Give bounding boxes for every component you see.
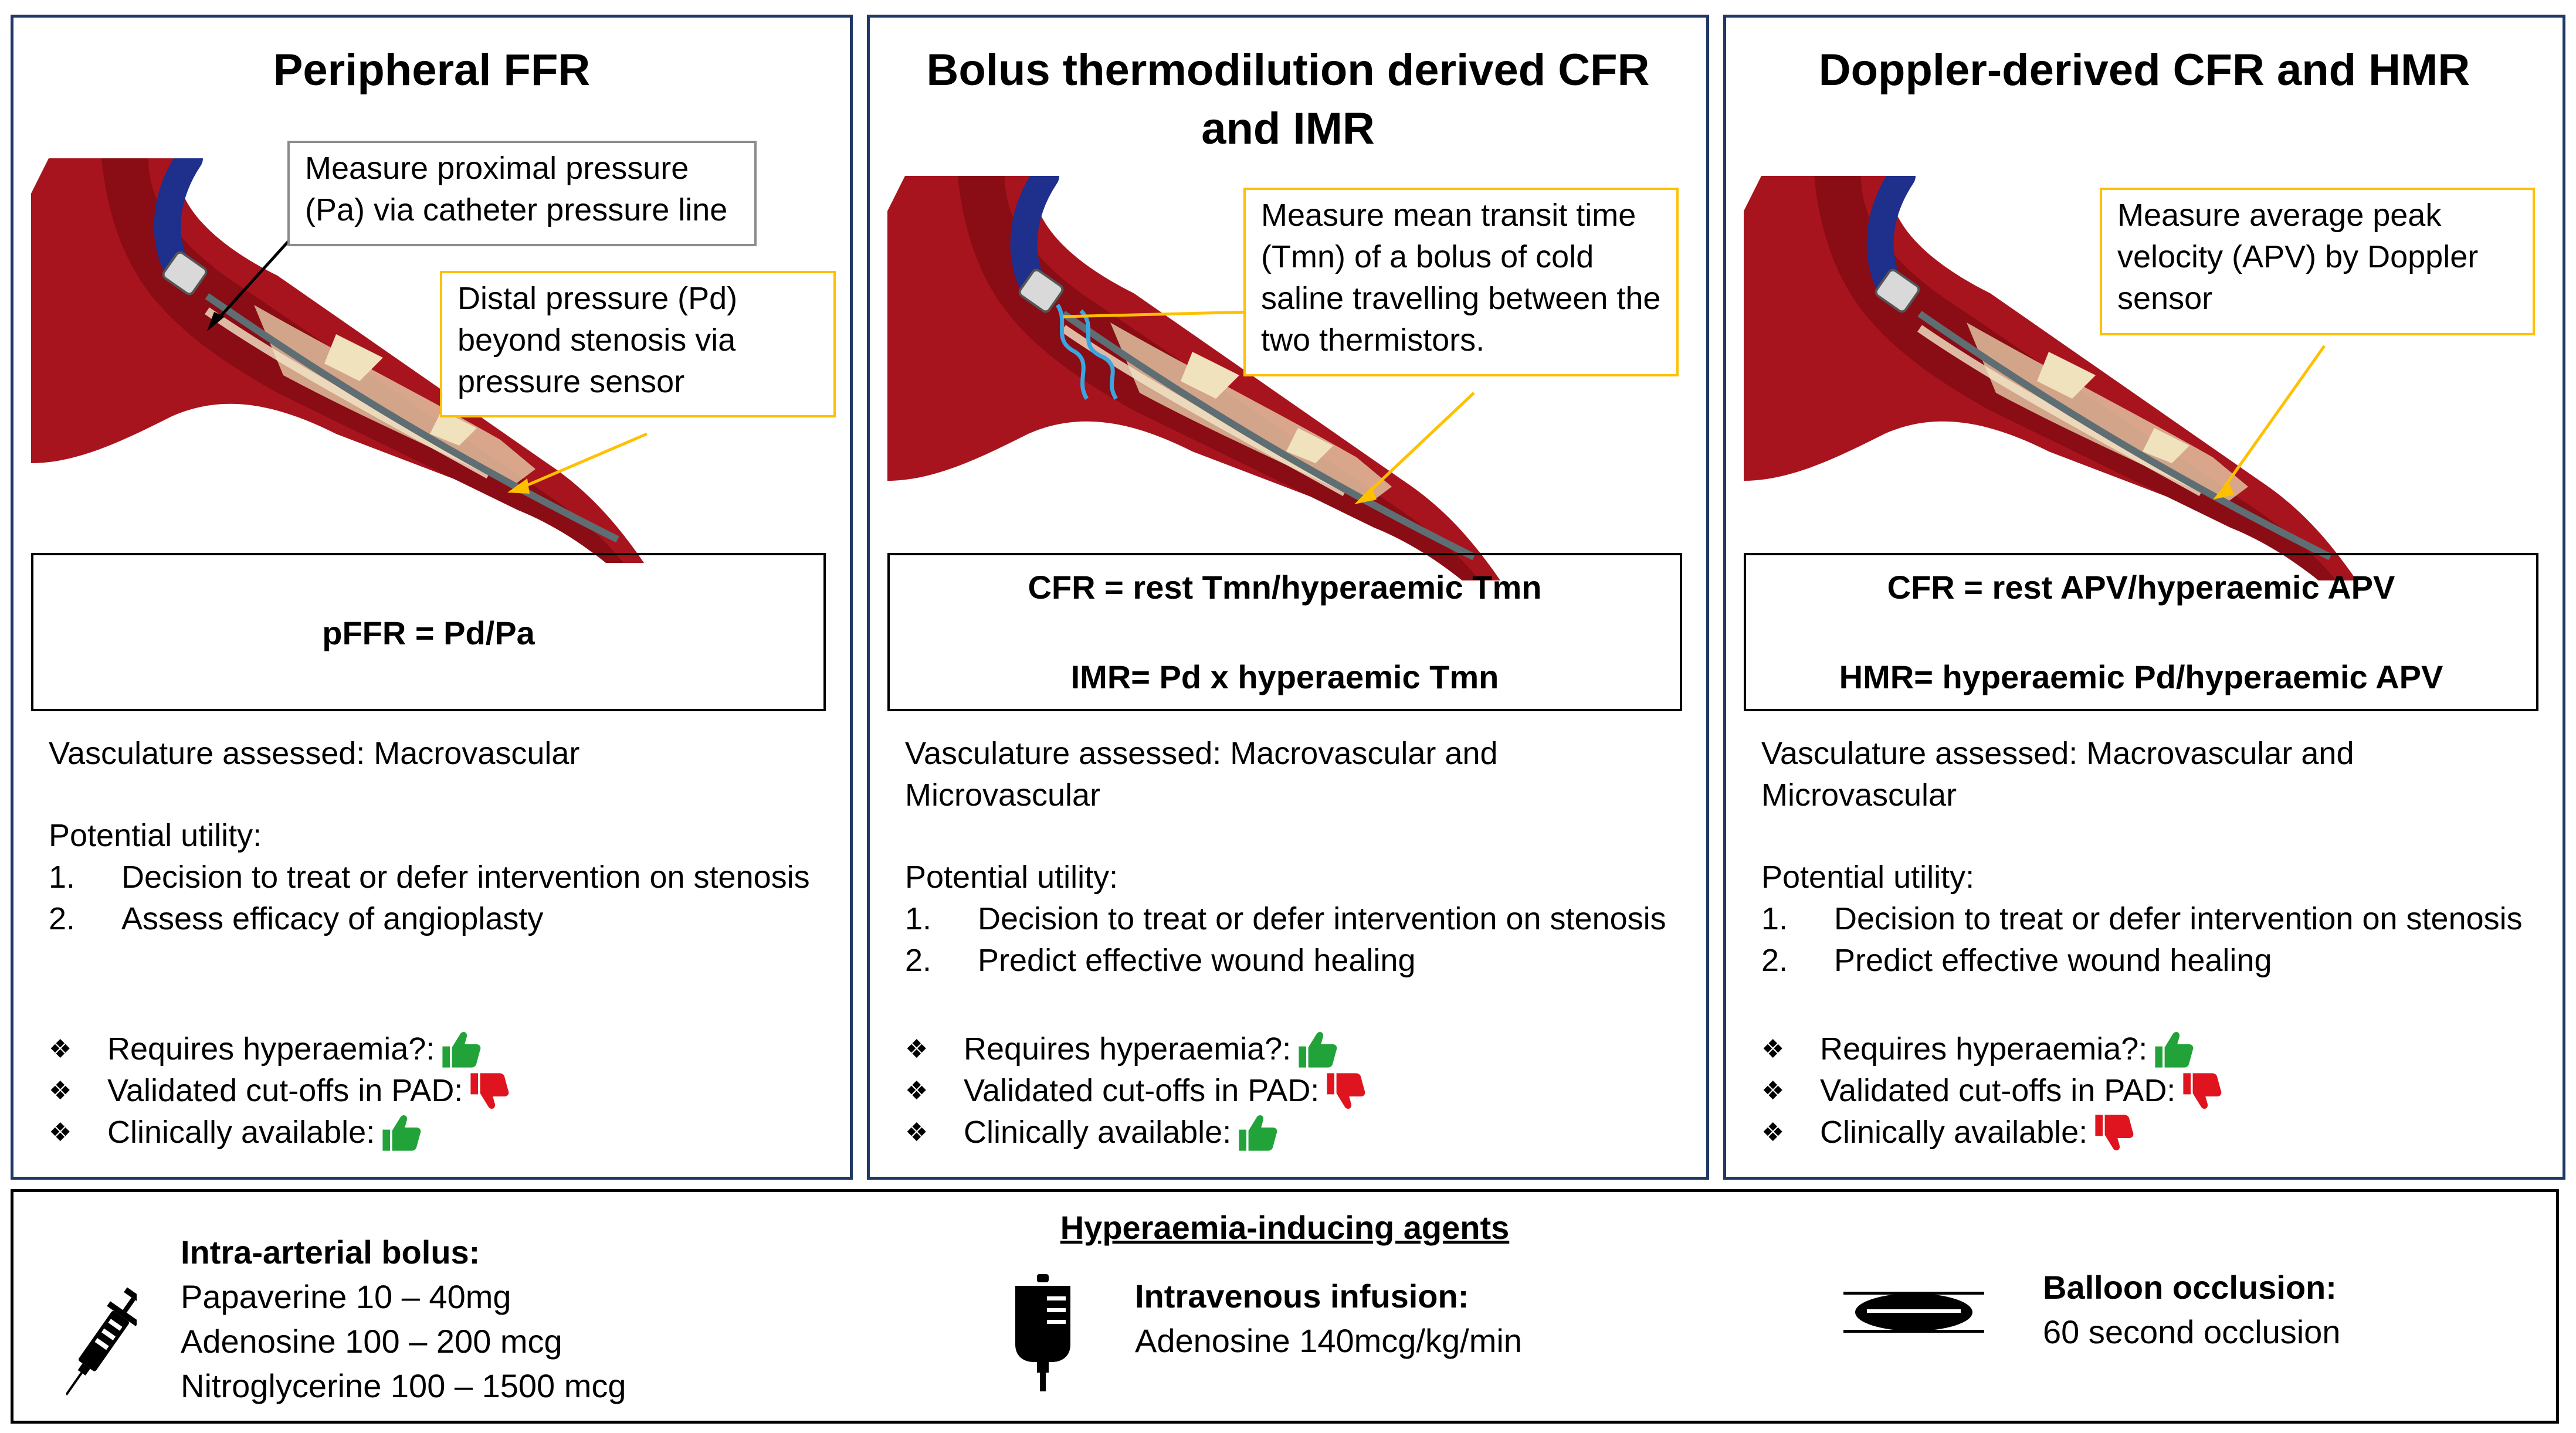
formula-box: pFFR = Pd/Pa (31, 553, 826, 711)
agents-title: Hyperaemia-inducing agents (1060, 1209, 1510, 1246)
thumbs-up-icon (1233, 1112, 1280, 1154)
agent-item: Adenosine 100 – 200 mcg (181, 1323, 562, 1360)
formula-box: CFR = rest APV/hyperaemic APV HMR= hyper… (1744, 553, 2538, 711)
panel-peripheral-ffr: Peripheral FFR Measure proximal pressure… (11, 15, 853, 1180)
panel-title: Doppler-derived CFR and HMR (1818, 45, 2470, 95)
artery-illustration (31, 158, 653, 563)
check-row: ❖Validated cut-offs in PAD: (905, 1070, 1368, 1112)
check-row: ❖Requires hyperaemia?: (49, 1028, 512, 1070)
panel-title: Peripheral FFR (273, 45, 591, 95)
panel-title: Bolus thermodilution derived CFR and IMR (926, 45, 1650, 154)
thumbs-down-icon (1321, 1070, 1368, 1112)
utility-label: Potential utility: (905, 860, 1118, 895)
vasculature-text: Vasculature assessed: Macrovascular and … (905, 736, 1498, 813)
formula-cfr: CFR = rest APV/hyperaemic APV (1887, 569, 2395, 606)
panel-bolus-thermodilution: Bolus thermodilution derived CFR and IMR… (867, 15, 1709, 1180)
feature-checklist: ❖Requires hyperaemia?: ❖Validated cut-of… (905, 1028, 1368, 1153)
artery-illustration (1744, 176, 2365, 580)
thumbs-up-icon (377, 1112, 424, 1154)
check-row: ❖Clinically available: (905, 1112, 1368, 1153)
agent-group-title: Intra-arterial bolus: (181, 1234, 480, 1271)
thumbs-up-icon (1293, 1028, 1340, 1071)
check-row: ❖Validated cut-offs in PAD: (1761, 1070, 2225, 1112)
callout-proximal-pressure: Measure proximal pressure (Pa) via cathe… (287, 141, 757, 246)
check-row: ❖Requires hyperaemia?: (905, 1028, 1368, 1070)
utility-label: Potential utility: (49, 818, 262, 853)
formula-box: CFR = rest Tmn/hyperaemic Tmn IMR= Pd x … (887, 553, 1682, 711)
agent-group-title: Balloon occlusion: (2043, 1269, 2337, 1306)
thumbs-down-icon (465, 1070, 512, 1112)
formula-pffr: pFFR = Pd/Pa (322, 614, 535, 651)
agent-item: Nitroglycerine 100 – 1500 mcg (181, 1367, 626, 1404)
vasculature-text: Vasculature assessed: Macrovascular and … (1761, 736, 2354, 813)
utility-label: Potential utility: (1761, 860, 1975, 895)
thumbs-up-icon (437, 1028, 484, 1071)
agent-item: Adenosine 140mcg/kg/min (1135, 1322, 1522, 1359)
check-row: ❖Clinically available: (1761, 1112, 2225, 1153)
agent-item: 60 second occlusion (2043, 1313, 2341, 1350)
vasculature-text: Vasculature assessed: Macrovascular (49, 736, 580, 771)
thumbs-up-icon (2150, 1028, 2197, 1071)
check-row: ❖Clinically available: (49, 1112, 512, 1153)
agent-group-title: Intravenous infusion: (1135, 1278, 1469, 1315)
formula-imr: IMR= Pd x hyperaemic Tmn (1070, 658, 1499, 695)
callout-doppler-velocity: Measure average peak velocity (APV) by D… (2100, 188, 2535, 335)
check-row: ❖Validated cut-offs in PAD: (49, 1070, 512, 1112)
utility-item: 1.Decision to treat or defer interventio… (905, 901, 1666, 936)
thumbs-down-icon (2090, 1112, 2137, 1154)
feature-checklist: ❖Requires hyperaemia?: ❖Validated cut-of… (49, 1028, 512, 1153)
utility-item: 2.Predict effective wound healing (1761, 943, 2272, 978)
utility-item: 2.Assess efficacy of angioplasty (49, 901, 544, 936)
thumbs-down-icon (2178, 1070, 2225, 1112)
formula-cfr: CFR = rest Tmn/hyperaemic Tmn (1028, 569, 1542, 606)
callout-distal-pressure: Distal pressure (Pd) beyond stenosis via… (440, 271, 836, 417)
feature-checklist: ❖Requires hyperaemia?: ❖Validated cut-of… (1761, 1028, 2225, 1153)
balloon-cuff-icon (1843, 1292, 1984, 1333)
hyperaemia-agents-box: Hyperaemia-inducing agents Intra-arteria… (11, 1189, 2559, 1424)
utility-item: 1.Decision to treat or defer interventio… (1761, 901, 2523, 936)
utility-item: 2.Predict effective wound healing (905, 943, 1416, 978)
utility-item: 1.Decision to treat or defer interventio… (49, 860, 810, 895)
callout-transit-time: Measure mean transit time (Tmn) of a bol… (1243, 188, 1679, 376)
panel-doppler: Doppler-derived CFR and HMR Measure aver… (1723, 15, 2565, 1180)
check-row: ❖Requires hyperaemia?: (1761, 1028, 2225, 1070)
formula-hmr: HMR= hyperaemic Pd/hyperaemic APV (1839, 658, 2443, 695)
iv-bag-icon (1015, 1274, 1070, 1391)
agent-item: Papaverine 10 – 40mg (181, 1278, 511, 1315)
syringe-icon (66, 1287, 137, 1396)
